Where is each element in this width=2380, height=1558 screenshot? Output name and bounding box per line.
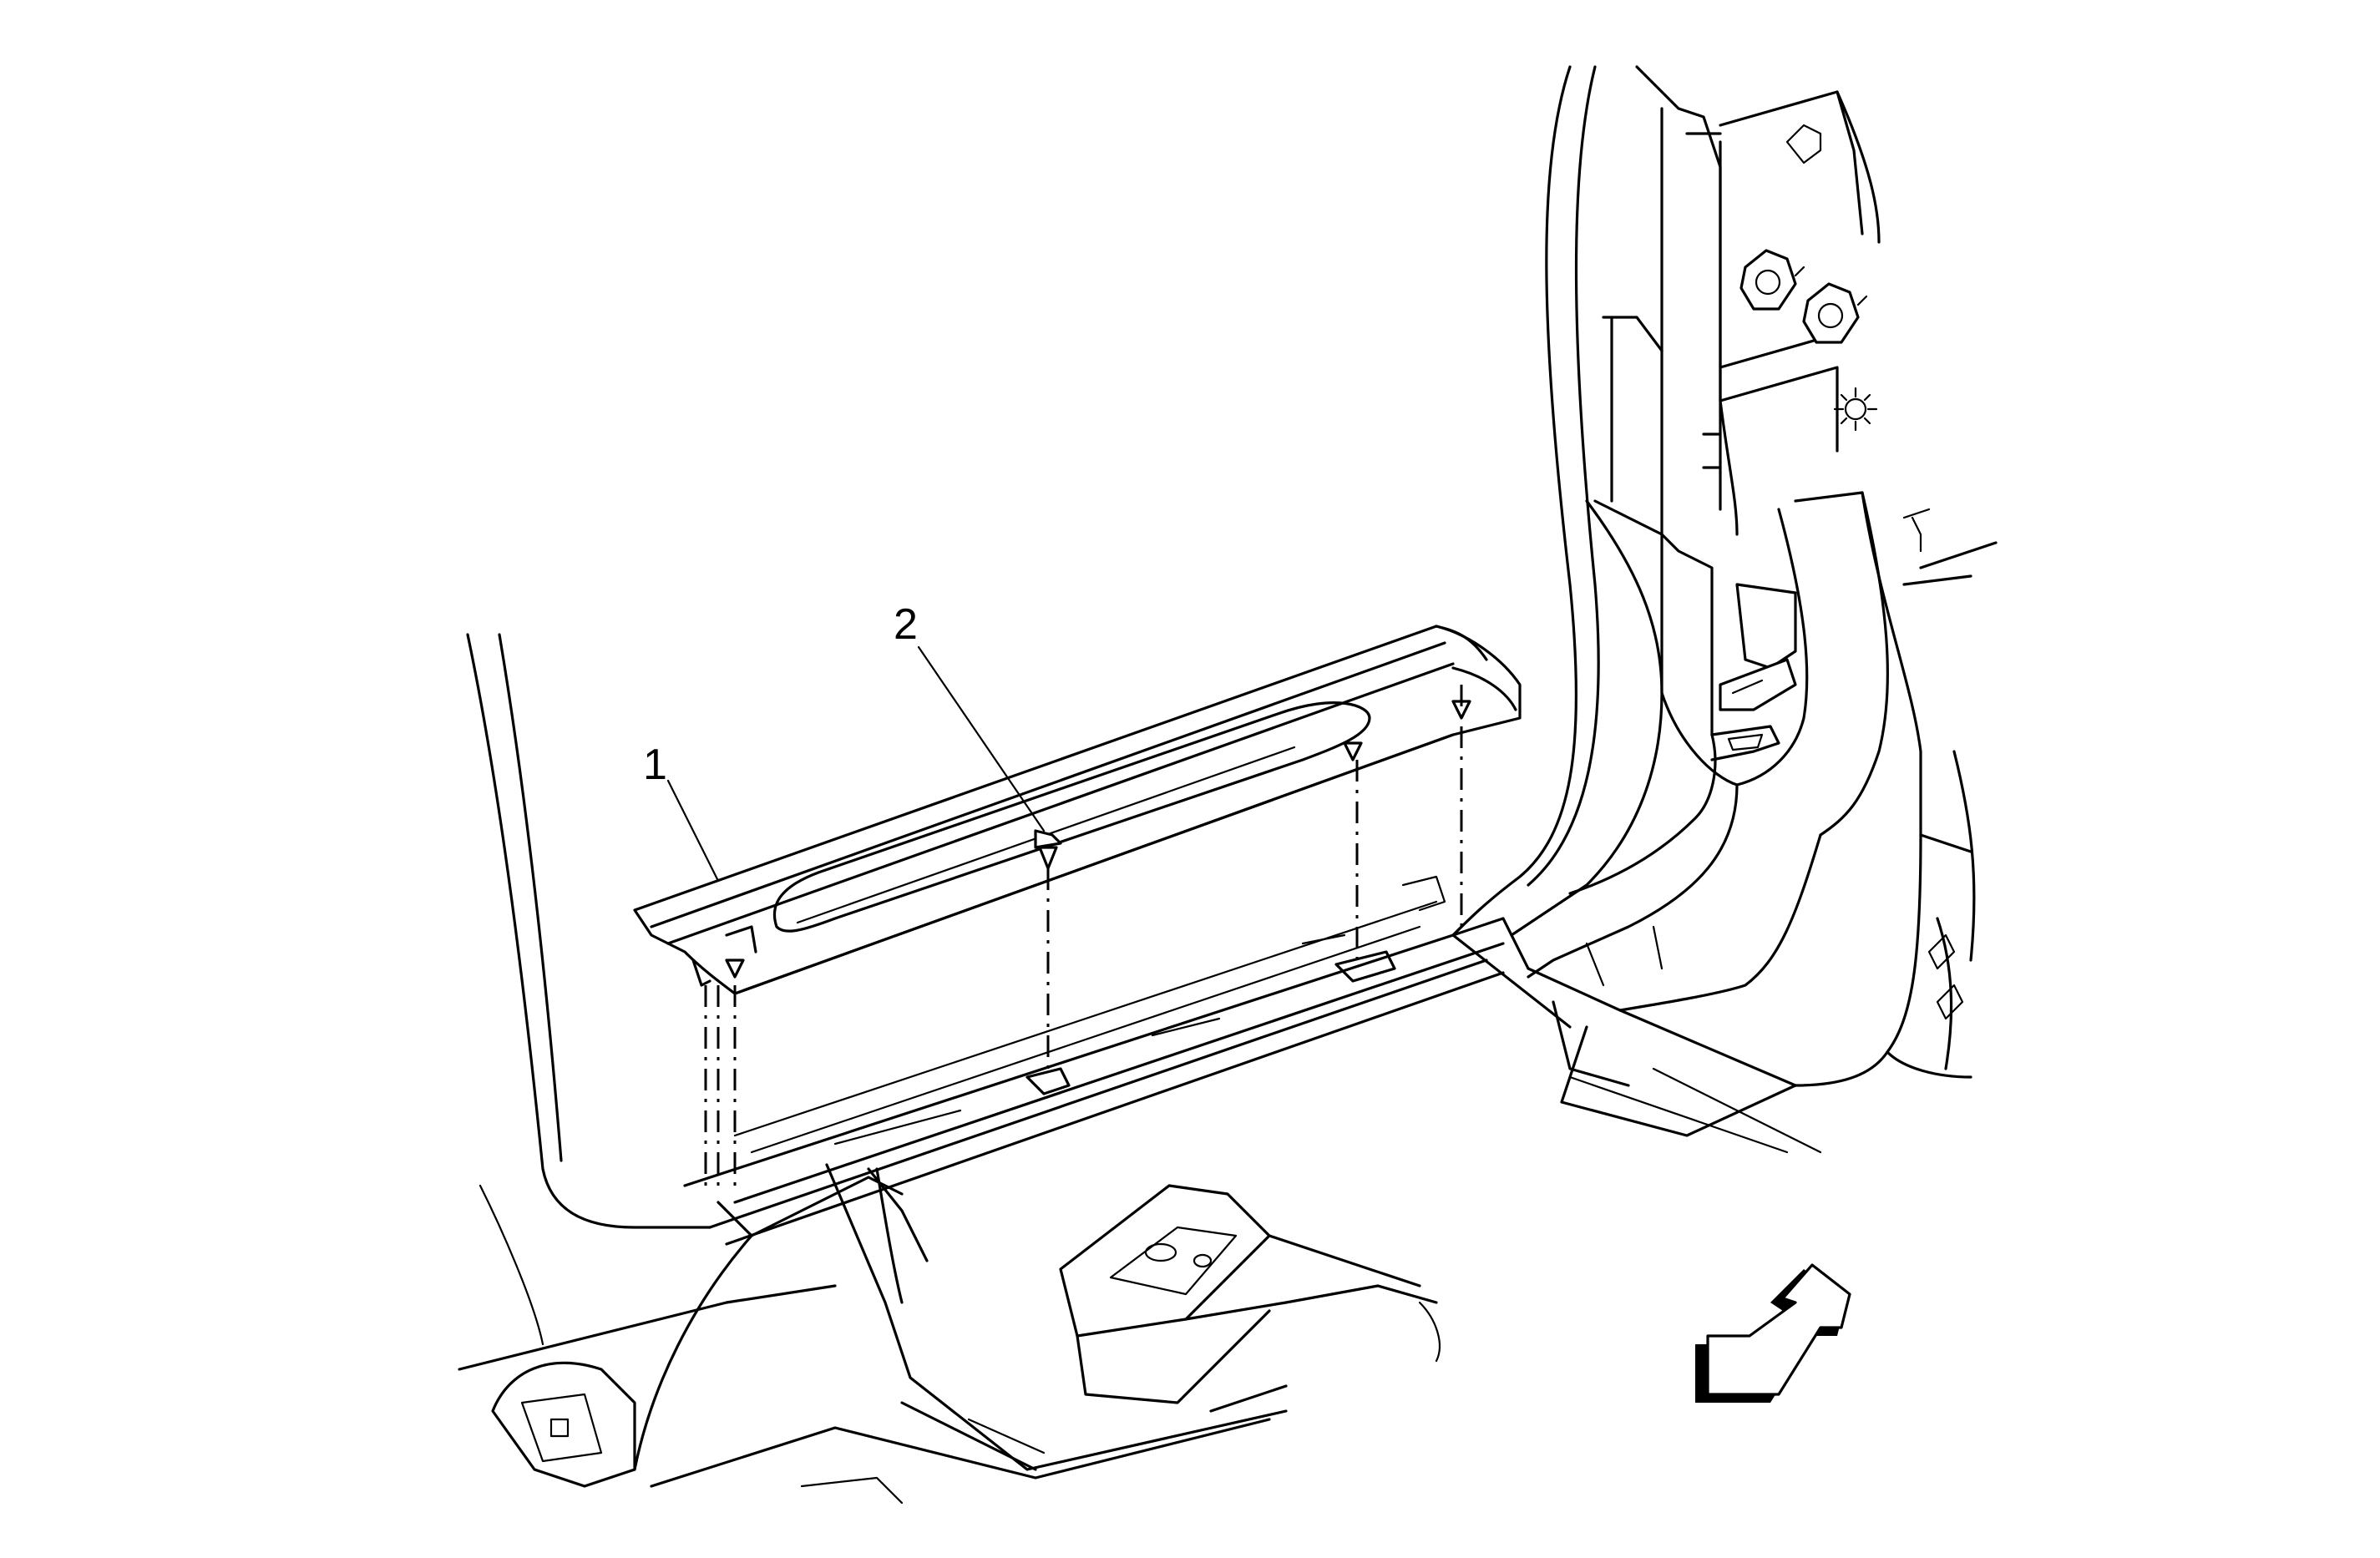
callout-1: 1 (643, 741, 720, 883)
right-door-opening (1451, 65, 1998, 1154)
left-door-opening (458, 633, 728, 1371)
bolt-icon (1802, 282, 1860, 344)
sill-retainers (833, 875, 1446, 1146)
callout-2-label: 2 (894, 600, 918, 649)
bolt-icon (1739, 249, 1797, 311)
front-direction-arrow-icon (1695, 1263, 1851, 1403)
light-symbol-icon (1833, 387, 1878, 432)
sill-trim-panel (633, 625, 1522, 995)
callout-1-label: 1 (643, 741, 667, 789)
floor-sill-structure (491, 900, 1505, 1505)
installation-dash-lines (704, 685, 1463, 1194)
callout-2: 2 (894, 600, 1046, 832)
